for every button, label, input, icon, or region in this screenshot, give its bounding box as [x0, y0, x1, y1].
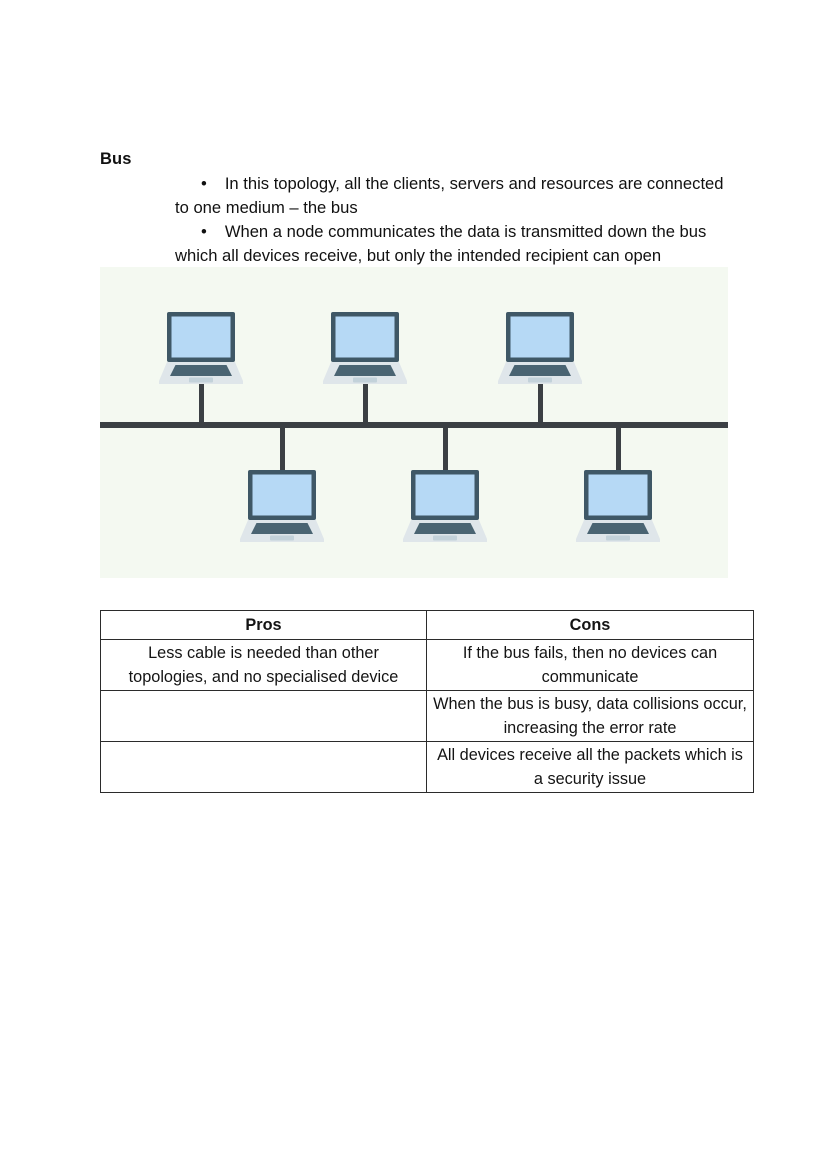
table-row: All devices receive all the packets whic… [100, 741, 754, 793]
column-header-pros: Pros [100, 610, 427, 640]
table-row: When the bus is busy, data collisions oc… [100, 690, 754, 742]
laptop-node-4 [240, 470, 324, 542]
table-row: Less cable is needed than other topologi… [100, 639, 754, 691]
laptop-node-2 [323, 312, 407, 384]
laptop-node-1 [159, 312, 243, 384]
cable-top-2 [363, 377, 368, 425]
bus-line [100, 422, 728, 428]
cell-pros-3 [100, 741, 427, 793]
cell-pros-1: Less cable is needed than other topologi… [100, 639, 427, 691]
cable-top-1 [199, 377, 204, 425]
cell-cons-2: When the bus is busy, data collisions oc… [426, 690, 754, 742]
table-header-row: Pros Cons [100, 610, 754, 640]
bullet-marker: • [201, 174, 207, 193]
bullet-list: •In this topology, all the clients, serv… [175, 172, 735, 268]
list-item-text: In this topology, all the clients, serve… [175, 174, 729, 217]
cell-cons-3: All devices receive all the packets whic… [426, 741, 754, 793]
list-item: •When a node communicates the data is tr… [175, 220, 735, 268]
cable-bottom-1 [280, 425, 285, 470]
bus-topology-illustration [100, 267, 728, 578]
cable-bottom-2 [443, 425, 448, 470]
bullet-marker: • [201, 222, 207, 241]
column-header-cons: Cons [426, 610, 754, 640]
cell-pros-2 [100, 690, 427, 742]
laptop-node-6 [576, 470, 660, 542]
list-item: •In this topology, all the clients, serv… [175, 172, 735, 220]
list-item-text: When a node communicates the data is tra… [175, 222, 711, 265]
bus-topology-figure [100, 267, 728, 578]
laptop-node-3 [498, 312, 582, 384]
cable-bottom-3 [616, 425, 621, 470]
pros-cons-table: Pros Cons Less cable is needed than othe… [100, 610, 754, 793]
cable-top-3 [538, 377, 543, 425]
cell-cons-1: If the bus fails, then no devices can co… [426, 639, 754, 691]
page-title: Bus [100, 150, 132, 168]
laptop-node-5 [403, 470, 487, 542]
